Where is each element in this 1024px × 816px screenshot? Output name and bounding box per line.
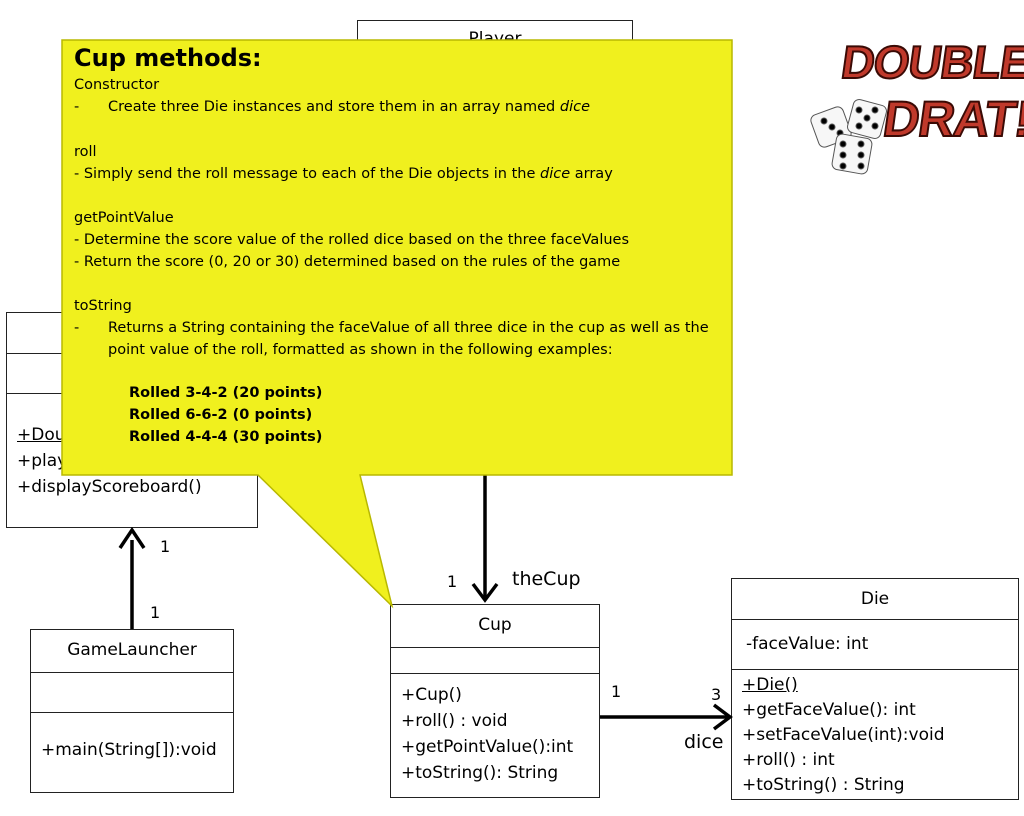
cup-method-3: +toString(): String [401, 763, 558, 783]
cup-die-multiplicity-source: 1 [611, 682, 621, 701]
die-method-4: +toString() : String [742, 775, 905, 795]
cup-divider-2 [391, 673, 599, 674]
callout-tostring-text-1: Returns a String containing the faceValu… [108, 320, 709, 336]
gamelauncher-method-0: +main(String[]):void [41, 740, 217, 760]
cup-die-role: dice [684, 731, 723, 753]
doubledrat-method-2: +displayScoreboard() [17, 477, 202, 497]
cup-method-2: +getPointValue():int [401, 737, 573, 757]
callout-example-2: Rolled 4-4-4 (30 points) [129, 429, 322, 445]
doubledrat-method-1: +play [17, 451, 67, 471]
die-class-title: Die [732, 589, 1018, 609]
callout-example-1-text: Rolled 6-6-2 (0 points) [129, 407, 312, 423]
dice-icon [809, 98, 888, 175]
gamelauncher-divider-2 [31, 712, 233, 713]
logo-line-2: DRAT! [880, 91, 1024, 147]
launcher-multiplicity-top: 1 [160, 537, 170, 556]
callout-heading: Cup methods: [74, 44, 262, 72]
callout-roll-text: - Simply send the roll message to each o… [74, 166, 540, 182]
callout-example-0: Rolled 3-4-2 (20 points) [129, 385, 322, 401]
gamelauncher-class-title: GameLauncher [31, 640, 233, 660]
cup-class-box: Cup +Cup() +roll() : void +getPointValue… [390, 604, 600, 798]
callout-tostring-title: toString [74, 298, 132, 314]
cup-to-die-arrowhead [714, 705, 730, 729]
die-method-0: +Die() [742, 675, 798, 695]
die-divider-2 [732, 669, 1018, 670]
die-class-box: Die -faceValue: int +Die() +getFaceValue… [731, 578, 1019, 800]
cup-class-title: Cup [391, 615, 599, 635]
die-method-1: +getFaceValue(): int [742, 700, 916, 720]
cup-method-0: +Cup() [401, 685, 462, 705]
callout-gpv-bullet-2: - Return the score (0, 20 or 30) determi… [74, 254, 620, 270]
launcher-multiplicity-bottom: 1 [150, 603, 160, 622]
callout-roll-bullet: - Simply send the roll message to each o… [74, 166, 613, 182]
callout-constructor-title: Constructor [74, 77, 159, 93]
die-method-2: +setFaceValue(int):void [742, 725, 944, 745]
logo-line-1: DOUBLE [838, 36, 1024, 88]
player-cup-multiplicity: 1 [447, 572, 457, 591]
callout-roll-title: roll [74, 144, 97, 160]
double-drat-logo: DOUBLE DRAT! [806, 18, 1024, 178]
gamelauncher-divider-1 [31, 672, 233, 673]
callout-gpv-bullet-1: - Determine the score value of the rolle… [74, 232, 629, 248]
cup-divider-1 [391, 647, 599, 648]
callout-example-1: Rolled 6-6-2 (0 points) [129, 407, 312, 423]
callout-constructor-dash: - [74, 99, 108, 115]
callout-example-2-text: Rolled 4-4-4 (30 points) [129, 429, 322, 445]
cup-method-1: +roll() : void [401, 711, 507, 731]
callout-constructor-bullet: -Create three Die instances and store th… [74, 99, 590, 115]
doubledrat-method-0: +Dou [17, 425, 66, 445]
callout-constructor-em: dice [560, 99, 590, 115]
player-cup-role: theCup [512, 568, 581, 590]
callout-tostring-line-1: -Returns a String containing the faceVal… [74, 320, 709, 336]
player-to-cup-arrowhead [473, 584, 497, 600]
launcher-to-game-arrowhead [120, 530, 144, 548]
callout-gpv-title: getPointValue [74, 210, 174, 226]
callout-content: Cup methods: Constructor -Create three D… [62, 40, 732, 475]
cup-die-multiplicity-target: 3 [711, 685, 721, 704]
die-divider-1 [732, 619, 1018, 620]
callout-tostring-dash: - [74, 320, 108, 336]
gamelauncher-class-box: GameLauncher +main(String[]):void [30, 629, 234, 793]
callout-roll-em: dice [540, 166, 570, 182]
callout-roll-text-post: array [570, 166, 613, 182]
die-attribute-0: -faceValue: int [746, 634, 868, 654]
die-method-3: +roll() : int [742, 750, 835, 770]
callout-tostring-line-2: point value of the roll, formatted as sh… [108, 342, 613, 358]
callout-constructor-text: Create three Die instances and store the… [108, 99, 560, 115]
callout-example-0-text: Rolled 3-4-2 (20 points) [129, 385, 322, 401]
